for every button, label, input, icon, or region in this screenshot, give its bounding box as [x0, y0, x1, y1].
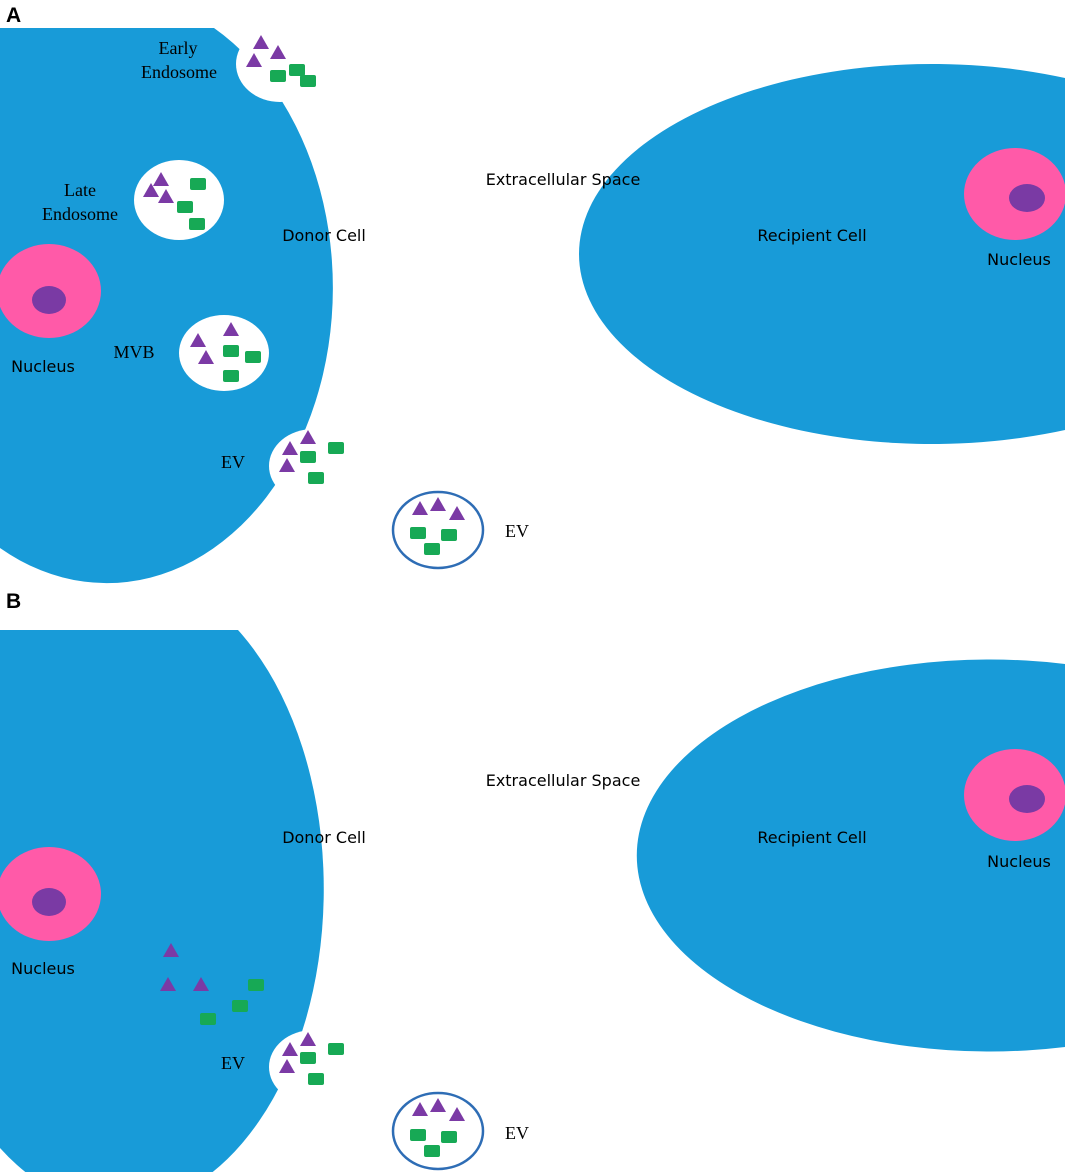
- cargo-rect-icon: [300, 451, 316, 463]
- cargo-rect-icon: [177, 201, 193, 213]
- cargo-rect-icon: [223, 370, 239, 382]
- extracellular-label-b: Extracellular Space: [486, 771, 641, 790]
- cargo-rect-icon: [424, 543, 440, 555]
- cargo-rect-icon: [232, 1000, 248, 1012]
- late-endosome-label-1: Late: [64, 180, 96, 200]
- cargo-rect-icon: [424, 1145, 440, 1157]
- recipient-nucleus-label-b: Nucleus: [987, 852, 1051, 871]
- cargo-rect-icon: [410, 527, 426, 539]
- recipient-nucleus-label-a: Nucleus: [987, 250, 1051, 269]
- released-ev-label-a: EV: [505, 521, 529, 541]
- cargo-rect-icon: [308, 1073, 324, 1085]
- cargo-rect-icon: [190, 178, 206, 190]
- panel-letter-a: A: [6, 4, 21, 27]
- extracellular-label-a: Extracellular Space: [486, 170, 641, 189]
- cargo-rect-icon: [441, 529, 457, 541]
- cargo-rect-icon: [300, 75, 316, 87]
- cargo-rect-icon: [270, 70, 286, 82]
- cargo-rect-icon: [289, 64, 305, 76]
- donor-cell-label-b: Donor Cell: [282, 828, 366, 847]
- recipient-cell-label-a: Recipient Cell: [757, 226, 866, 245]
- cargo-rect-icon: [248, 979, 264, 991]
- recipient-cell-label-b: Recipient Cell: [757, 828, 866, 847]
- cargo-rect-icon: [300, 1052, 316, 1064]
- late-endosome: [134, 160, 224, 240]
- panel-letter-b: B: [6, 590, 21, 613]
- donor-nucleolus-a: [32, 286, 66, 314]
- recipient-cell-b: [636, 659, 1065, 1052]
- cargo-rect-icon: [328, 1043, 344, 1055]
- donor-nucleus-label-a: Nucleus: [11, 357, 75, 376]
- recipient-cell-a: [579, 64, 1065, 445]
- cargo-rect-icon: [441, 1131, 457, 1143]
- panel-a: A: [0, 4, 1065, 584]
- donor-cell-b: [0, 630, 324, 1172]
- early-endosome-label-1: Early: [159, 38, 198, 58]
- budding-ev-label-a: EV: [221, 452, 245, 472]
- late-endosome-label-2: Endosome: [42, 204, 118, 224]
- recipient-nucleolus-a: [1009, 184, 1045, 212]
- early-endosome-label-2: Endosome: [141, 62, 217, 82]
- mvb-label: MVB: [113, 342, 154, 362]
- cargo-rect-icon: [308, 472, 324, 484]
- panel-b: B: [0, 590, 1065, 1172]
- cargo-rect-icon: [223, 345, 239, 357]
- cargo-rect-icon: [410, 1129, 426, 1141]
- donor-cell-label-a: Donor Cell: [282, 226, 366, 245]
- cargo-rect-icon: [200, 1013, 216, 1025]
- donor-cell-a: [0, 28, 333, 584]
- cargo-rect-icon: [189, 218, 205, 230]
- released-ev-label-b: EV: [505, 1123, 529, 1143]
- cargo-rect-icon: [328, 442, 344, 454]
- recipient-nucleolus-b: [1009, 785, 1045, 813]
- donor-nucleolus-b: [32, 888, 66, 916]
- cargo-rect-icon: [245, 351, 261, 363]
- donor-nucleus-label-b: Nucleus: [11, 959, 75, 978]
- budding-ev-label-b: EV: [221, 1053, 245, 1073]
